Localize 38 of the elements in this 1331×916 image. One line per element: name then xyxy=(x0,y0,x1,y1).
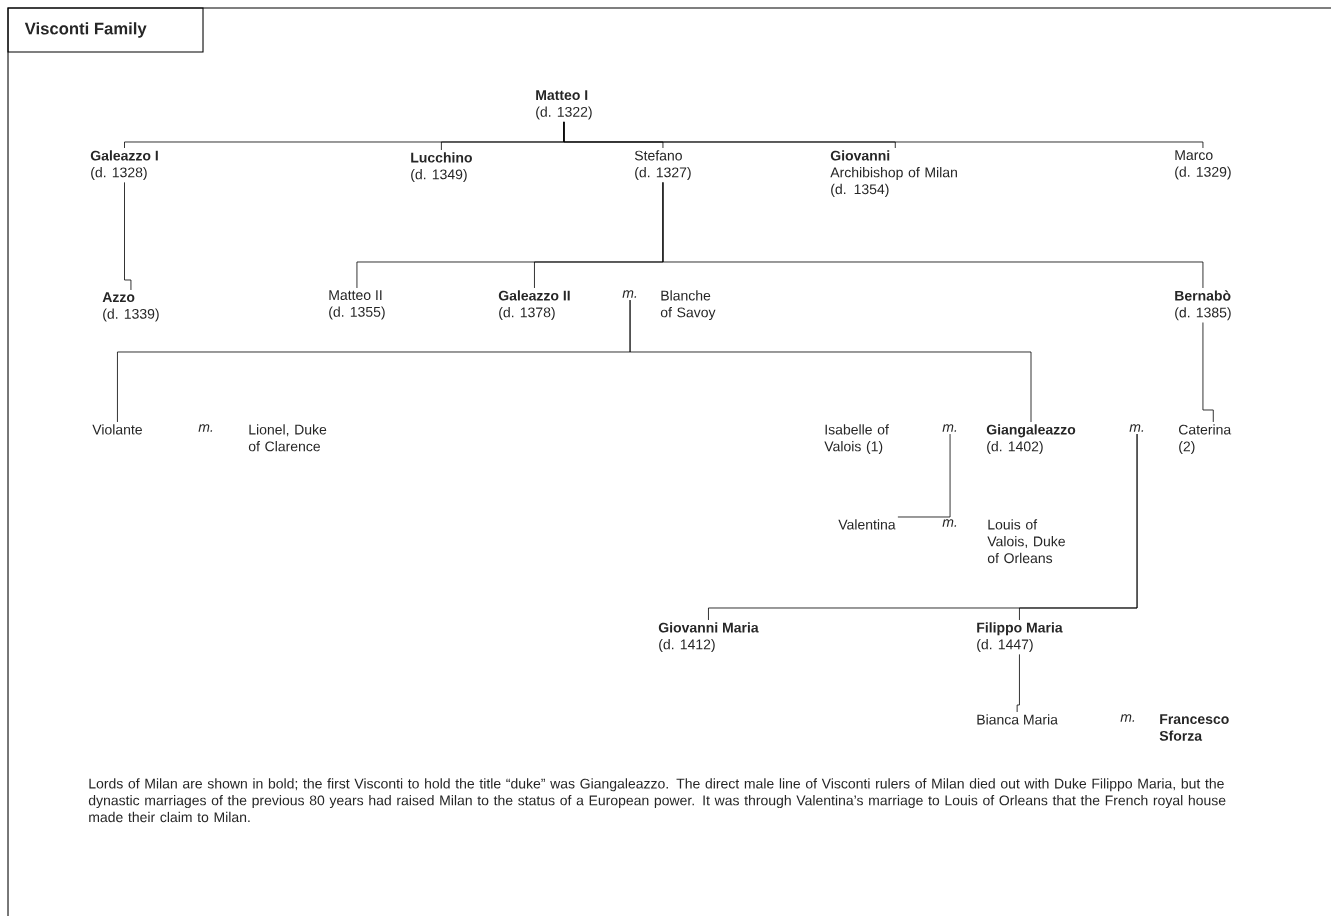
marriage-mark: m. xyxy=(622,290,637,298)
descent-line xyxy=(1202,322,1214,423)
person-name: Matteo II (d. 1355) xyxy=(329,290,385,320)
person-name: Azzo (d. 1339) xyxy=(102,292,159,322)
descent-line xyxy=(897,433,951,518)
descent-line xyxy=(1016,653,1020,713)
person-name: Filippo Maria (d. 1447) xyxy=(977,622,1063,653)
person-name: Valentina xyxy=(838,519,896,530)
person-name: Stefano (d. 1327) xyxy=(634,150,691,181)
person-name: Giovanni Archibishop of Milan (d. 1354) xyxy=(830,150,957,197)
person-name: Isabelle of Valois (1) xyxy=(824,424,889,455)
person-name: Matteo I (d. 1322) xyxy=(536,90,592,120)
person-name: Marco (d. 1329) xyxy=(1175,150,1231,180)
person-name: Giangaleazzo (d. 1402) xyxy=(986,424,1076,455)
descent-line xyxy=(1019,433,1138,621)
descent-line xyxy=(563,121,1204,149)
person-name: Caterina (2) xyxy=(1179,424,1232,455)
person-name: Francesco Sforza xyxy=(1159,714,1229,741)
marriage-mark: m. xyxy=(198,424,213,432)
descent-line xyxy=(124,181,132,291)
person-name: Galeazzo I (d. 1328) xyxy=(90,150,158,181)
person-name: Blanche of Savoy xyxy=(660,290,716,321)
person-name: Galeazzo II (d. 1378) xyxy=(498,290,570,321)
person-name: Lucchino (d. 1349) xyxy=(411,152,472,183)
marriage-mark: m. xyxy=(1120,714,1135,722)
person-name: Bianca Maria xyxy=(977,714,1058,725)
marriage-mark: m. xyxy=(1129,424,1144,432)
title-box: Visconti Family xyxy=(7,7,204,53)
person-name: Giovanni Maria (d. 1412) xyxy=(658,622,759,653)
person-name: Violante xyxy=(92,424,142,435)
marriage-mark: m. xyxy=(942,424,957,432)
descent-line xyxy=(662,181,1204,289)
person-name: Lionel, Duke of Clarence xyxy=(248,424,327,452)
person-name: Bernabò (d. 1385) xyxy=(1175,290,1231,321)
caption-text: Lords of Milan are shown in bold; the first Visconti to hold the title “duke” was Giangaleazzo. The direct male line of Visconti rulers of Milan died out with Duke Filippo Maria, but the dynastic marriages of the previous 80 years had raised Milan to the status of a European power. It was through Valentina’s marriage to Louis of Orleans that the French royal house made their claim to Milan. xyxy=(88,778,1226,823)
descent-line xyxy=(629,299,1032,423)
person-name: Louis of Valois, Duke of Orleans xyxy=(987,519,1065,564)
marriage-mark: m. xyxy=(942,519,957,527)
